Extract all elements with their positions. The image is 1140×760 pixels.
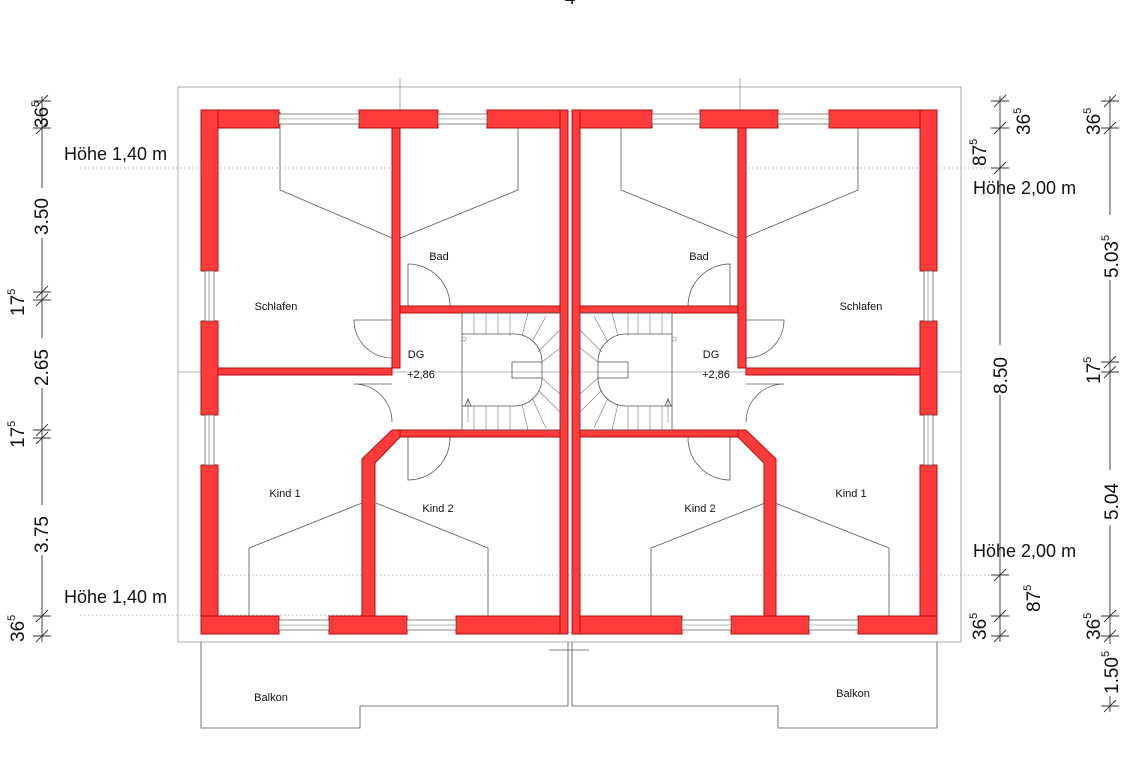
svg-text:175: 175 [1082,357,1105,384]
svg-text:175: 175 [6,289,29,316]
height-notes: Höhe 1,40 m Höhe 1,40 m Höhe 2,00 m Höhe… [64,144,1076,607]
height-note-top-left: Höhe 1,40 m [64,144,167,164]
room-label-left-stair-level: +2,86 [407,369,435,381]
room-label-right-stair: DG [703,349,720,361]
svg-text:365: 365 [968,613,991,640]
room-label-left-kid1: Kind 1 [269,488,300,500]
roof-outline [177,86,962,643]
room-label-right-kid2: Kind 2 [684,503,715,515]
svg-text:365: 365 [1012,108,1035,135]
svg-text:2.65: 2.65 [32,349,53,386]
room-label-left-balcony: Balkon [254,692,288,704]
balcony-outline [200,642,938,729]
svg-text:365: 365 [6,615,29,642]
dimension-chain-left: 365 3.50 175 2.65 175 3.75 365 [6,94,53,643]
room-labels: Schlafen Bad DG +2,86 Kind 1 Kind 2 Balk… [254,251,882,704]
room-label-right-kid1: Kind 1 [835,488,866,500]
height-note-bottom-right: Höhe 2,00 m [973,541,1076,561]
staircase-right [579,312,677,431]
svg-text:365: 365 [1082,613,1105,640]
room-label-right-bedroom: Schlafen [840,301,883,313]
right-unit-walls [571,109,938,635]
left-unit-walls [200,109,569,635]
height-guides [80,167,1010,616]
svg-text:875: 875 [1022,585,1045,612]
room-label-left-bath: Bad [429,251,449,263]
room-label-right-balcony: Balkon [836,688,870,700]
dimension-chain-right-outer: 365 5.035 175 5.04 365 1.505 [1082,94,1123,713]
svg-text:5.035: 5.035 [1100,235,1123,278]
room-label-left-kid2: Kind 2 [422,503,453,515]
windows [204,113,934,631]
svg-text:365: 365 [30,101,53,128]
svg-text:875: 875 [968,139,991,166]
roof-slope-lines [248,112,890,630]
staircase-left [461,312,561,431]
room-label-right-stair-level: +2,86 [702,369,730,381]
dimension-chain-right-inner: 365 875 8.50 875 365 [968,94,1045,643]
page-number: 4 [565,0,576,9]
svg-text:175: 175 [6,421,29,448]
svg-text:365: 365 [1082,108,1105,135]
svg-text:3.75: 3.75 [32,516,53,553]
room-label-left-stair: DG [408,349,425,361]
svg-text:3.50: 3.50 [32,198,53,235]
svg-text:8.50: 8.50 [991,357,1012,394]
svg-text:5.04: 5.04 [1102,483,1123,520]
svg-text:1.505: 1.505 [1100,651,1123,694]
room-label-right-bath: Bad [689,251,709,263]
door-swings [353,263,785,481]
height-note-top-right: Höhe 2,00 m [973,178,1076,198]
height-note-bottom-left: Höhe 1,40 m [64,587,167,607]
room-label-left-bedroom: Schlafen [255,301,298,313]
